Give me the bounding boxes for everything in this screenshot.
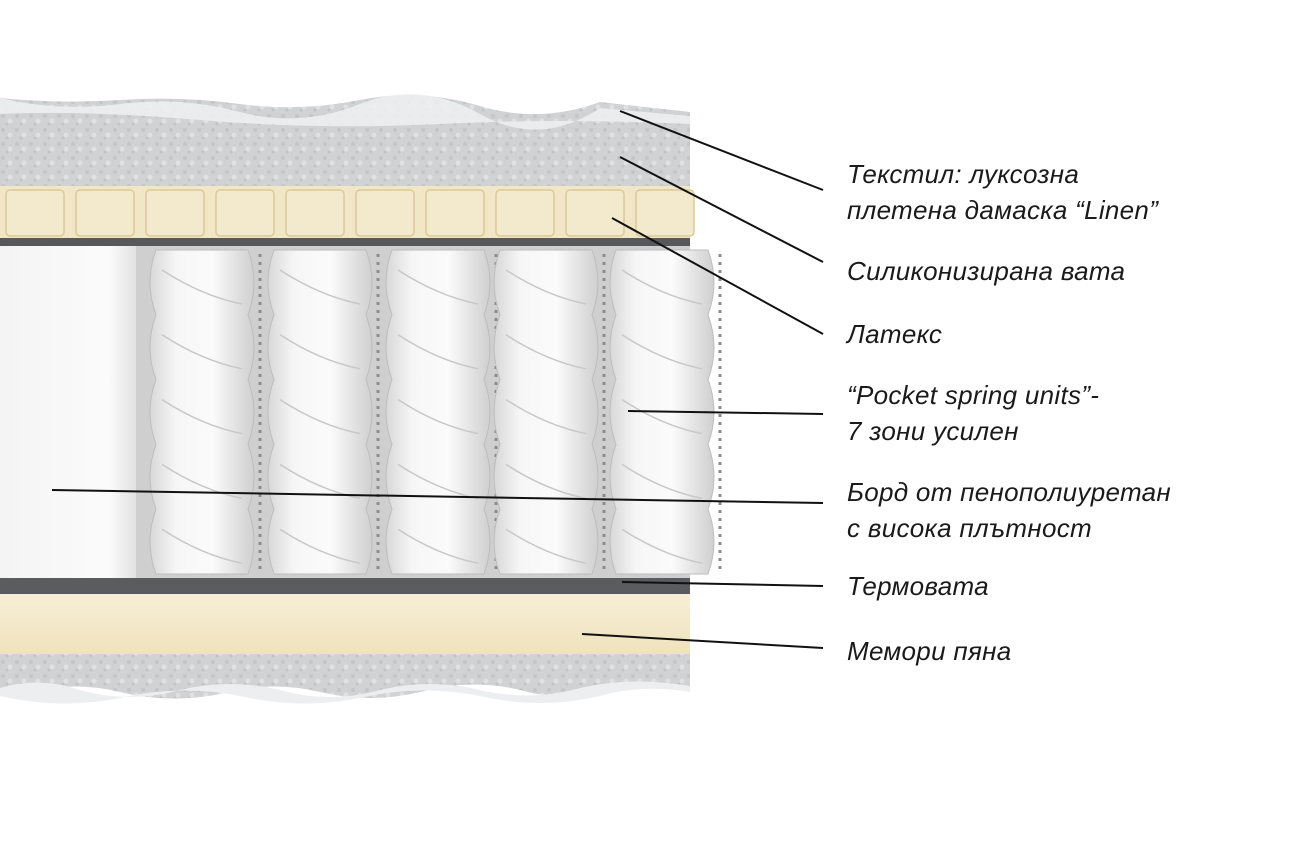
label-pocket-springs: “Pocket spring units”- 7 зони усилен — [847, 377, 1099, 449]
latex-block — [146, 190, 204, 236]
latex-block — [566, 190, 624, 236]
memory-foam-layer — [0, 594, 690, 654]
label-foam-board: Борд от пенополиуретан с висока плътност — [847, 474, 1171, 546]
pocket-spring — [386, 250, 496, 574]
latex-block — [636, 190, 694, 236]
latex-layer — [0, 186, 694, 240]
latex-block — [286, 190, 344, 236]
latex-block — [6, 190, 64, 236]
felt-band-top — [0, 238, 690, 246]
latex-block — [426, 190, 484, 236]
label-latex: Латекс — [847, 316, 942, 352]
label-memory-foam: Мемори пяна — [847, 633, 1012, 669]
pocket-spring — [268, 250, 378, 574]
latex-block — [356, 190, 414, 236]
label-textile: Текстил: луксозна плетена дамаска “Linen… — [847, 156, 1158, 228]
pocket-spring — [150, 250, 260, 574]
latex-block — [76, 190, 134, 236]
foam-board — [0, 246, 136, 580]
pocket-spring — [494, 250, 604, 574]
latex-block — [496, 190, 554, 236]
thermo-felt-band — [0, 578, 690, 594]
latex-block — [216, 190, 274, 236]
label-thermo-felt: Термовата — [847, 568, 989, 604]
label-silicone-wadding: Силиконизирана вата — [847, 253, 1125, 289]
